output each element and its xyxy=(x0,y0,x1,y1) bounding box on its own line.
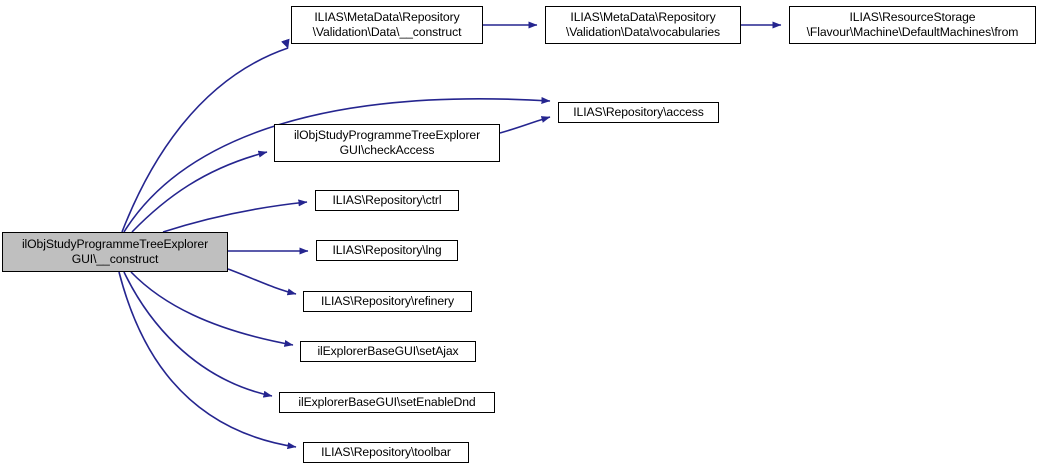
node-label: ILIAS\MetaData\Repository \Validation\Da… xyxy=(565,10,721,39)
edge-root-to-explorer-setenablednd xyxy=(123,271,273,398)
node-ilobjstudyprogrammetreeexplorergui-checkaccess[interactable]: ilObjStudyProgrammeTreeExplorer GUI\chec… xyxy=(274,124,500,162)
node-ilias-repository-toolbar[interactable]: ILIAS\Repository\toolbar xyxy=(303,442,469,463)
edge-root-to-repo-ctrl xyxy=(162,199,308,233)
edge-root-to-tree-checkaccess xyxy=(131,150,268,233)
node-label: ilObjStudyProgrammeTreeExplorer GUI\__co… xyxy=(21,237,209,266)
edge-root-to-explorer-setajax xyxy=(130,271,294,347)
node-ilias-repository-refinery[interactable]: ILIAS\Repository\refinery xyxy=(303,291,472,312)
node-label: ILIAS\Repository\refinery xyxy=(321,294,454,309)
edge-root-to-md-data-construct xyxy=(121,38,290,233)
node-label: ILIAS\ResourceStorage \Flavour\Machine\D… xyxy=(806,10,1019,39)
node-root-ilobjstudyprogrammetreeexplorergui-construct[interactable]: ilObjStudyProgrammeTreeExplorer GUI\__co… xyxy=(2,232,228,272)
node-label: ilExplorerBaseGUI\setAjax xyxy=(317,344,459,359)
node-ilexplorerbasegui-setajax[interactable]: ilExplorerBaseGUI\setAjax xyxy=(300,341,476,362)
node-ilias-metadata-repository-validation-data-vocabularies[interactable]: ILIAS\MetaData\Repository \Validation\Da… xyxy=(545,6,741,44)
node-label: ILIAS\Repository\access xyxy=(573,105,704,120)
edge-root-to-repo-toolbar xyxy=(118,271,297,450)
edge-checkaccess-to-repo-access xyxy=(499,116,551,134)
node-ilias-repository-ctrl[interactable]: ILIAS\Repository\ctrl xyxy=(315,190,459,211)
node-label: ILIAS\Repository\lng xyxy=(332,243,442,258)
node-ilexplorerbasegui-setenablednd[interactable]: ilExplorerBaseGUI\setEnableDnd xyxy=(279,392,495,413)
node-label: ilObjStudyProgrammeTreeExplorer GUI\chec… xyxy=(293,128,481,157)
edge-root-to-repo-refinery xyxy=(227,268,297,296)
node-ilias-metadata-repository-validation-data-construct[interactable]: ILIAS\MetaData\Repository \Validation\Da… xyxy=(291,6,483,44)
node-label: ILIAS\MetaData\Repository \Validation\Da… xyxy=(312,10,462,39)
node-label: ilExplorerBaseGUI\setEnableDnd xyxy=(298,395,476,410)
edge-root-to-repo-access xyxy=(123,96,551,233)
node-ilias-resourcestorage-flavour-machine-defaultmachines-from[interactable]: ILIAS\ResourceStorage \Flavour\Machine\D… xyxy=(789,6,1036,44)
node-label: ILIAS\Repository\toolbar xyxy=(321,445,451,460)
node-label: ILIAS\Repository\ctrl xyxy=(332,193,442,208)
node-ilias-repository-access[interactable]: ILIAS\Repository\access xyxy=(558,102,719,123)
node-ilias-repository-lng[interactable]: ILIAS\Repository\lng xyxy=(316,240,458,261)
